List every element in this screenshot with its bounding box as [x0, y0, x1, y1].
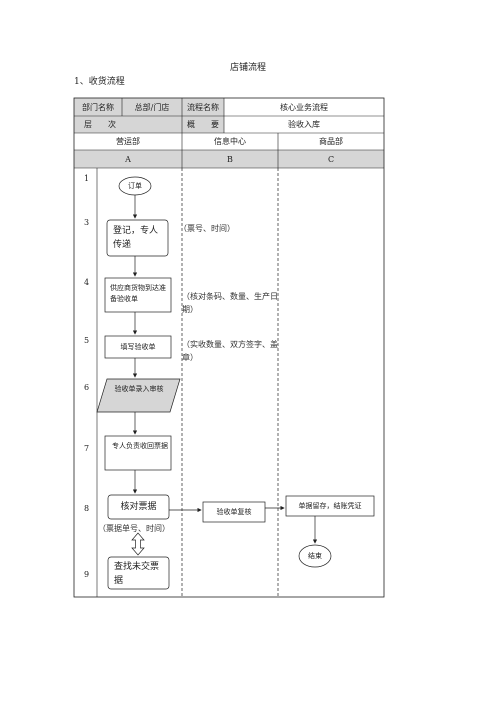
column-name-info: 信息中心: [214, 137, 246, 146]
note-ticket-time: （票号、时间）: [179, 224, 235, 233]
review-node: 验收单复核: [216, 507, 252, 516]
check-bill-node: 核对票据: [120, 502, 157, 512]
supplier-arrival-node: 供应商货物到达准备验收单: [110, 284, 166, 303]
dedicated-collect-node: 专人负责收回票据: [112, 442, 168, 450]
row-number: 9: [84, 570, 90, 579]
section-subtitle: 1、收货流程: [74, 77, 125, 87]
row-number: 3: [84, 218, 90, 227]
column-letter-c: C: [327, 154, 335, 164]
row-number: 4: [84, 278, 90, 287]
summary-value: 验收入库: [288, 120, 320, 129]
row-number: 5: [84, 336, 90, 345]
order-start-node: 订单: [128, 181, 142, 190]
note-signature: （实收数量、双方签字、盖章）: [182, 340, 278, 362]
column-letter-b: B: [227, 154, 233, 164]
fill-form-node: 填写验收单: [120, 342, 156, 351]
flow-value: 核心业务流程: [280, 102, 328, 112]
dept-value: 总部/门店: [134, 102, 170, 112]
row-number: 6: [84, 383, 90, 392]
column-letter-a: A: [125, 154, 131, 164]
register-node: 登记，专人传递: [113, 226, 159, 250]
page-title: 店铺流程: [229, 63, 266, 73]
level-label: 层 次: [84, 120, 116, 129]
flow-label: 流程名称: [187, 102, 219, 112]
column-name-ops: 营运部: [116, 137, 140, 146]
row-number: 1: [84, 174, 90, 183]
note-bill-no: （票据单号、时间）: [98, 524, 170, 533]
find-bill-node: 查找未交票据: [114, 562, 160, 586]
row-number: 8: [84, 504, 90, 513]
entry-review-node: 验收单录入审核: [114, 385, 164, 393]
dept-label: 部门名称: [82, 102, 114, 112]
summary-label: 概 要: [187, 120, 219, 129]
column-name-goods: 商品部: [319, 137, 343, 146]
archive-node: 单据留存，结账凭证: [298, 501, 362, 510]
note-barcode: （核对条码、数量、生产日期）: [182, 292, 278, 314]
end-node: 结束: [308, 551, 322, 560]
row-number: 7: [84, 444, 90, 453]
